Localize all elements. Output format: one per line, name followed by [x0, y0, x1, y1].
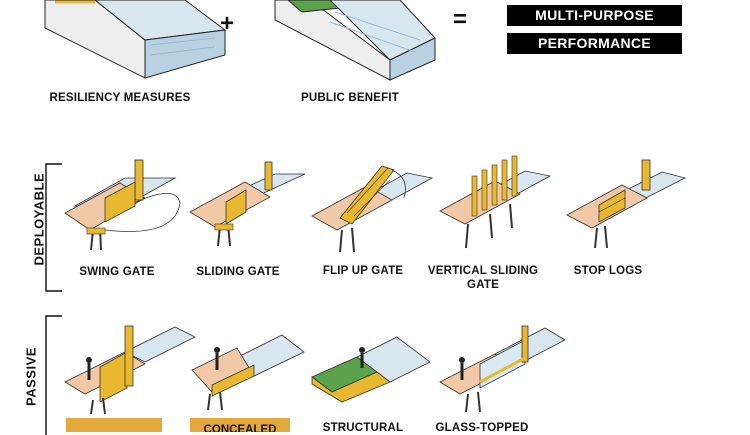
passive-section-label: PASSIVE	[23, 347, 39, 406]
deployable-bracket	[45, 163, 62, 292]
passive-bracket	[45, 315, 62, 435]
sliding-gate-label: SLIDING GATE	[196, 266, 280, 278]
public-benefit-illustration	[274, 0, 436, 81]
concealed-label: CONCEALED	[190, 418, 290, 432]
passive-wall-label	[66, 418, 162, 432]
vertical-sliding-gate-label-text: VERTICAL SLIDING GATE	[427, 265, 539, 291]
glass-topped-illustration	[439, 325, 566, 413]
flip-up-gate-label: FLIP UP GATE	[322, 265, 404, 277]
flip-up-gate-illustration	[311, 165, 434, 253]
resiliency-measures-label: RESILIENCY MEASURES	[49, 92, 191, 104]
deployable-section-label: DEPLOYABLE	[31, 172, 47, 266]
stop-logs-label: STOP LOGS	[573, 265, 643, 277]
performance-box: PERFORMANCE	[507, 33, 682, 54]
equals-symbol: =	[453, 6, 468, 33]
swing-gate-label: SWING GATE	[79, 266, 155, 278]
stop-logs-illustration	[566, 159, 687, 249]
structural-label: STRUCTURAL	[322, 422, 404, 434]
public-benefit-label: PUBLIC BENEFIT	[301, 92, 399, 104]
multi-purpose-box: MULTI-PURPOSE	[507, 5, 682, 26]
passive-wall-illustration	[64, 325, 196, 415]
vertical-sliding-gate-label: VERTICAL SLIDING GATE	[418, 264, 548, 292]
glass-topped-label: GLASS-TOPPED	[435, 422, 529, 434]
swing-gate-illustration	[64, 159, 181, 251]
resiliency-illustration	[44, 0, 227, 79]
sliding-gate-illustration	[189, 161, 306, 247]
plus-symbol: +	[220, 10, 235, 37]
concealed-illustration	[191, 334, 305, 411]
vertical-sliding-gate-illustration	[439, 155, 552, 249]
structural-illustration	[311, 336, 431, 403]
